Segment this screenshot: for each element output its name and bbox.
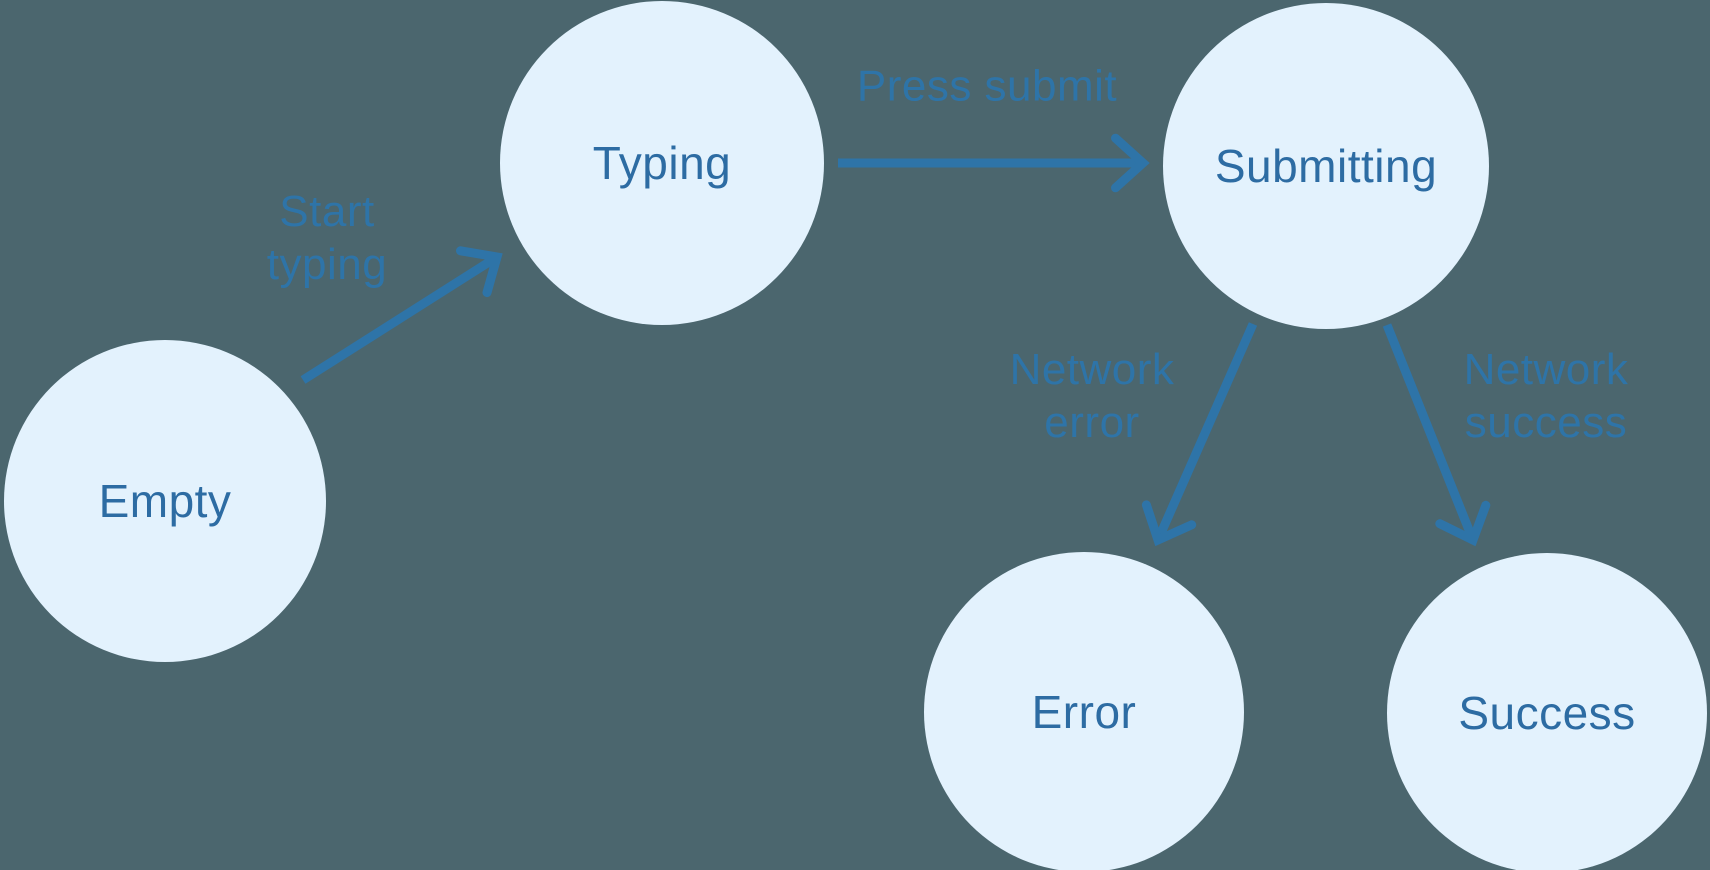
edge-arrow-network-success <box>1382 323 1491 547</box>
edge-arrowhead-press-submit <box>1111 133 1150 193</box>
edge-label-line: Start <box>279 187 375 236</box>
edge-arrowhead-network-error <box>1141 500 1197 547</box>
edge-label-line: Network <box>1463 345 1629 394</box>
state-node-empty: Empty <box>4 340 326 662</box>
edge-arrow-start-typing <box>300 246 503 384</box>
edge-label-line: Network <box>1009 345 1175 394</box>
state-node-label-error: Error <box>1031 686 1137 738</box>
state-node-success: Success <box>1387 553 1707 870</box>
edge-label-line: error <box>1044 398 1140 447</box>
edge-label-line: Press submit <box>856 61 1118 111</box>
edge-arrowhead-start-typing <box>456 246 503 298</box>
edge-shaft-start-typing <box>300 253 500 384</box>
edge-shaft-network-error <box>1153 322 1258 542</box>
state-node-label-success: Success <box>1458 687 1636 739</box>
state-node-label-submitting: Submitting <box>1214 140 1438 192</box>
edge-shaft-network-success <box>1382 323 1478 542</box>
edge-label-press-submit: Press submit <box>857 60 1117 113</box>
edge-label-line: success <box>1464 398 1628 447</box>
state-node-label-empty: Empty <box>98 475 232 527</box>
edge-label-line: typing <box>266 240 388 289</box>
state-node-label-typing: Typing <box>592 137 732 189</box>
state-node-submitting: Submitting <box>1163 3 1489 329</box>
state-node-typing: Typing <box>500 1 824 325</box>
edge-arrow-press-submit <box>838 133 1150 193</box>
edge-arrow-network-error <box>1141 322 1258 547</box>
state-node-error: Error <box>924 552 1244 870</box>
edge-arrowhead-network-success <box>1435 500 1491 547</box>
